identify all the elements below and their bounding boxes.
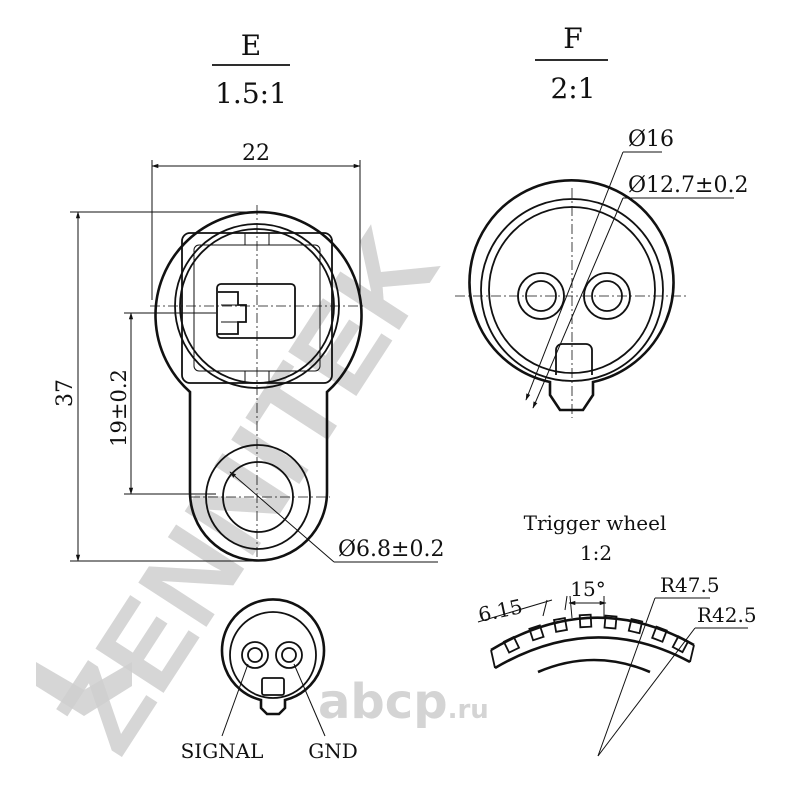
view-f-letter: F	[563, 22, 582, 55]
dim-hole: Ø6.8±0.2	[338, 537, 444, 562]
dim-pitch: 19±0.2	[107, 369, 131, 447]
watermark: ZENNITEK abcp.ru	[31, 207, 489, 774]
view-f-dimensions: Ø16 Ø12.7±0.2	[525, 127, 748, 409]
dim-inner-diameter: Ø12.7±0.2	[628, 173, 748, 198]
pin-signal-label: SIGNAL	[181, 739, 264, 763]
trigger-wheel-detail: Trigger wheel 1:2 6.15 15°	[476, 511, 757, 757]
pin-gnd-label: GND	[308, 739, 358, 763]
connector-small-outline	[220, 598, 326, 716]
connector-f-outline	[468, 178, 675, 412]
trigger-wheel-title: Trigger wheel	[524, 511, 667, 535]
view-e-dimensions: 22 37 19±0.2 Ø6.8±0.2	[53, 141, 444, 563]
wheel-teeth	[502, 613, 690, 654]
dim-height: 37	[53, 379, 78, 407]
view-f-connector-face	[455, 178, 688, 418]
dim-tooth: 6.15	[476, 594, 525, 627]
view-e-sensor-bracket	[150, 205, 365, 562]
watermark-chevron-icon	[36, 662, 132, 716]
dim-width: 22	[242, 141, 270, 166]
dim-angle: 15°	[570, 577, 605, 601]
connector-pinout: SIGNAL GND	[181, 598, 358, 763]
view-e-scale: 1.5:1	[215, 77, 287, 110]
view-e-header: E 1.5:1	[212, 29, 290, 110]
bracket-outline	[154, 210, 363, 562]
watermark-logo: abcp.ru	[318, 674, 489, 730]
view-e-letter: E	[241, 29, 261, 62]
dim-r-outer: R47.5	[660, 573, 720, 597]
dim-r-inner: R42.5	[697, 603, 757, 627]
trigger-wheel-scale: 1:2	[580, 541, 612, 565]
view-f-scale: 2:1	[550, 72, 595, 105]
dim-outer-diameter: Ø16	[628, 127, 674, 152]
view-f-header: F 2:1	[535, 22, 608, 105]
